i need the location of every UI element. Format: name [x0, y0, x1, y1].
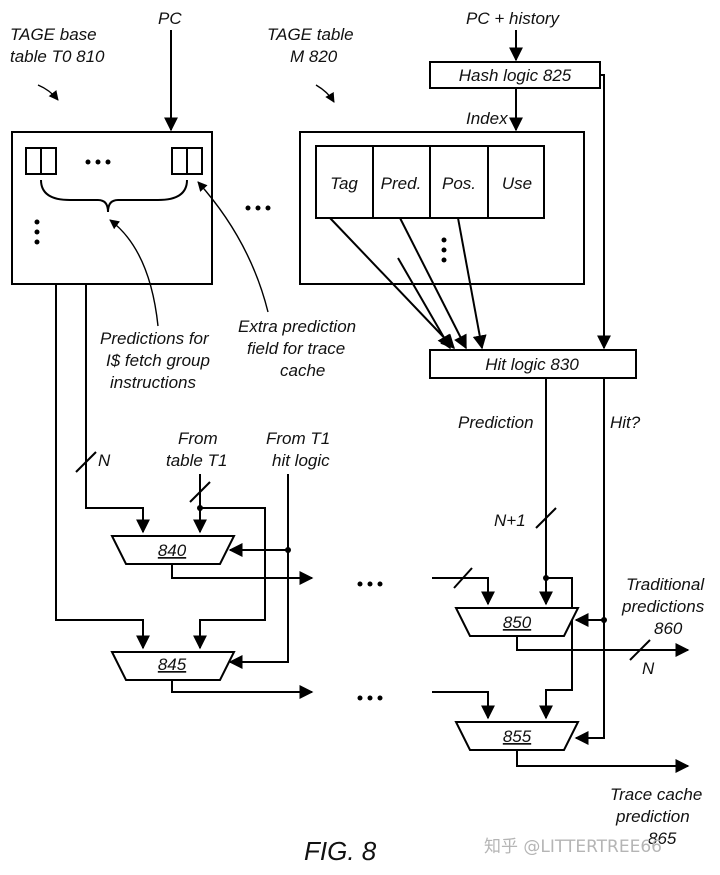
trace-label-1: Trace cache: [610, 785, 702, 804]
n-left-label: N: [98, 451, 111, 470]
dots-middle-2: [357, 695, 363, 701]
n-right-label: N: [642, 659, 655, 678]
hit-to-855: [574, 378, 605, 745]
brace: [40, 179, 188, 213]
prediction-label: Prediction: [458, 413, 534, 432]
pc-history-label: PC + history: [466, 9, 561, 28]
tage-table-squiggle-arrow: [315, 84, 335, 103]
n-plus-1-label: N+1: [494, 511, 526, 530]
extra-field-label-1: Extra prediction: [238, 317, 356, 336]
n-slash-left: [75, 451, 97, 473]
from-t1-1: From T1: [266, 429, 330, 448]
table-t1-to-845: [193, 507, 266, 650]
pc-label: PC: [158, 9, 182, 28]
mux-850-label: 850: [503, 613, 532, 632]
pos-to-hit: [457, 217, 487, 350]
extra-field-pointer: [197, 181, 269, 313]
hit-q-label: Hit?: [610, 413, 641, 432]
mux-840: [110, 535, 236, 565]
mux-845: [110, 651, 236, 681]
from-table-2: table T1: [166, 451, 227, 470]
from-t1-2: hit logic: [272, 451, 330, 470]
dots-h-1: [85, 159, 91, 165]
predictions-label-1: Predictions for: [100, 329, 210, 348]
predictions-label-2: I$ fetch group: [106, 351, 210, 370]
n1-slash: [535, 507, 557, 529]
extra-field-label-2: field for trace: [247, 339, 345, 358]
prev-to-855: [432, 691, 495, 720]
col-pos: Pos.: [442, 174, 476, 193]
tage-base-label-line2: table T0 810: [10, 47, 105, 66]
col-use: Use: [502, 174, 532, 193]
tage-base-squiggle-arrow: [37, 84, 59, 101]
pred-to-hit: [399, 217, 467, 350]
trad-label-2: predictions: [621, 597, 705, 616]
col-pred: Pred.: [381, 174, 422, 193]
t1-slash: [189, 481, 211, 503]
predictions-label-3: instructions: [110, 373, 196, 392]
hit-logic-label: Hit logic 830: [485, 355, 579, 374]
mux-845-label: 845: [158, 655, 187, 674]
extra-field-label-3: cache: [280, 361, 325, 380]
tage-table-label-line1: TAGE table: [267, 25, 354, 44]
trad-label-3: 860: [654, 619, 683, 638]
prediction-to-855: [539, 577, 573, 720]
mux-855: [454, 721, 580, 751]
col-tag: Tag: [330, 174, 358, 193]
hit-logic-box: [429, 349, 637, 379]
hash-to-hit-arrow: [597, 74, 611, 350]
n-slash-right: [629, 639, 651, 661]
mux-845-out: [171, 680, 314, 699]
trace-label-2: prediction: [615, 807, 690, 826]
lower-to-hit: [397, 257, 451, 350]
hash-logic-label: Hash logic 825: [459, 66, 572, 85]
predictions-pointer: [109, 219, 159, 327]
mux-855-label: 855: [503, 727, 532, 746]
from-table-1: From: [178, 429, 218, 448]
slash-850-input: [453, 567, 473, 589]
t0-to-845: [55, 284, 150, 650]
mux-840-label: 840: [158, 541, 187, 560]
trad-label-1: Traditional: [626, 575, 705, 594]
mux-840-out: [171, 564, 314, 585]
t0-to-840: [85, 284, 150, 534]
dots-v-1: [34, 219, 40, 225]
t1-hit-to-845: [228, 474, 289, 669]
dots-between-tables: [245, 205, 251, 211]
mux-855-out: [516, 750, 690, 773]
mux-850: [454, 607, 580, 637]
watermark: 知乎 @LITTERTREE66: [484, 837, 662, 857]
tage-table-label-line2: M 820: [290, 47, 338, 66]
tage-base-label-line1: TAGE base: [10, 25, 97, 44]
prev-to-850: [432, 577, 495, 606]
dots-v-2: [441, 237, 447, 243]
tag-to-hit: [329, 217, 455, 350]
mux-850-out: [516, 636, 690, 657]
figure-caption: FIG. 8: [304, 836, 377, 866]
index-label: Index: [466, 109, 508, 128]
trace-label-3: 865: [648, 829, 677, 848]
dots-middle-1: [357, 581, 363, 587]
